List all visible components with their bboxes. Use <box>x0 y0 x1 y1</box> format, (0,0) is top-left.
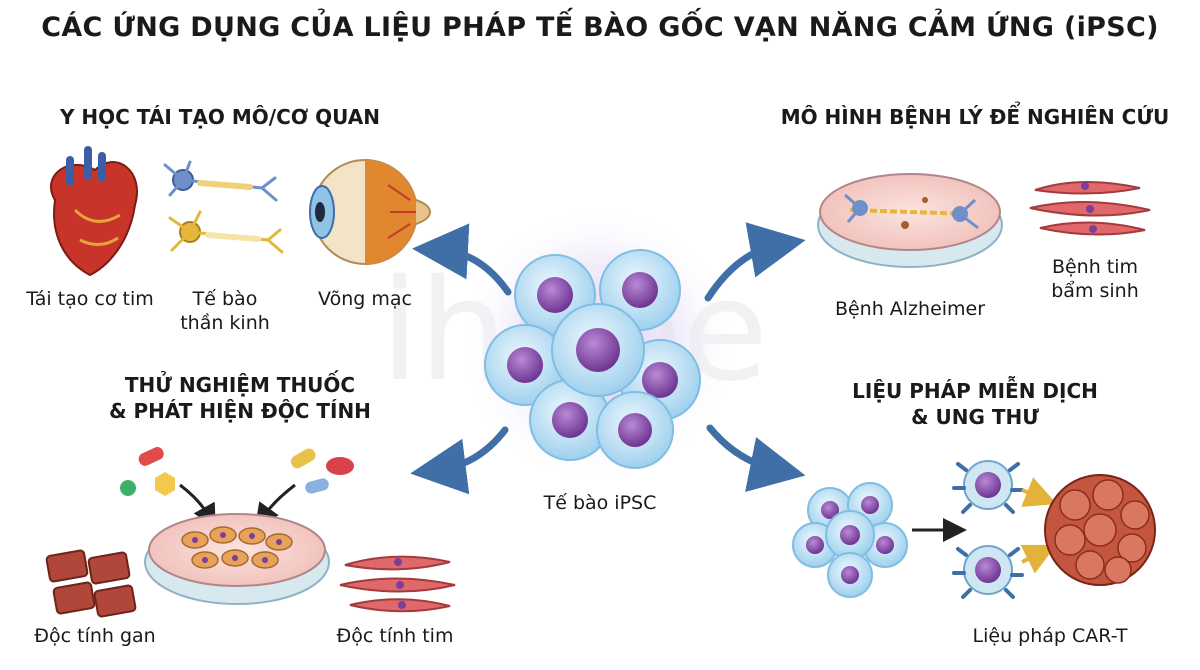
label-cardio-toxicity: Độc tính tim <box>320 625 470 649</box>
muscle-cells-icon <box>1030 182 1150 235</box>
label-neuron: Tế bào thần kinh <box>160 288 290 336</box>
section-heading-drug: THỬ NGHIỆM THUỐC & PHÁT HIỆN ĐỘC TÍNH <box>90 372 390 424</box>
muscle-cells-icon <box>340 557 455 612</box>
petri-dish-icon <box>818 174 1002 267</box>
section-heading-disease: MÔ HÌNH BỆNH LÝ ĐỂ NGHIÊN CỨU <box>780 104 1170 130</box>
petri-dish-icon <box>145 514 329 604</box>
ipsc-cluster-icon <box>458 205 738 485</box>
label-ipsc: Tế bào iPSC <box>510 492 690 516</box>
neuron-icon <box>165 162 282 252</box>
eye-icon <box>310 160 430 264</box>
section-heading-immuno: LIỆU PHÁP MIỄN DỊCH & UNG THƯ <box>830 378 1120 430</box>
tumor-icon <box>1045 475 1155 585</box>
label-retina: Võng mạc <box>300 288 430 312</box>
label-liver-toxicity: Độc tính gan <box>10 625 180 649</box>
liver-cells-icon <box>46 550 136 617</box>
heart-icon <box>51 150 137 275</box>
label-congenital-heart: Bệnh tim bẩm sinh <box>1020 256 1170 304</box>
label-car-t: Liệu pháp CAR-T <box>950 625 1150 649</box>
section-heading-regen: Y HỌC TÁI TẠO MÔ/CƠ QUAN <box>40 104 400 130</box>
t-cell-icon <box>954 461 1022 597</box>
attack-arrows <box>1022 490 1042 562</box>
label-cardiac-regen: Tái tạo cơ tim <box>10 288 170 312</box>
pill-icon <box>120 445 354 496</box>
ipsc-cluster-icon <box>793 483 907 597</box>
label-alzheimer: Bệnh Alzheimer <box>820 298 1000 322</box>
